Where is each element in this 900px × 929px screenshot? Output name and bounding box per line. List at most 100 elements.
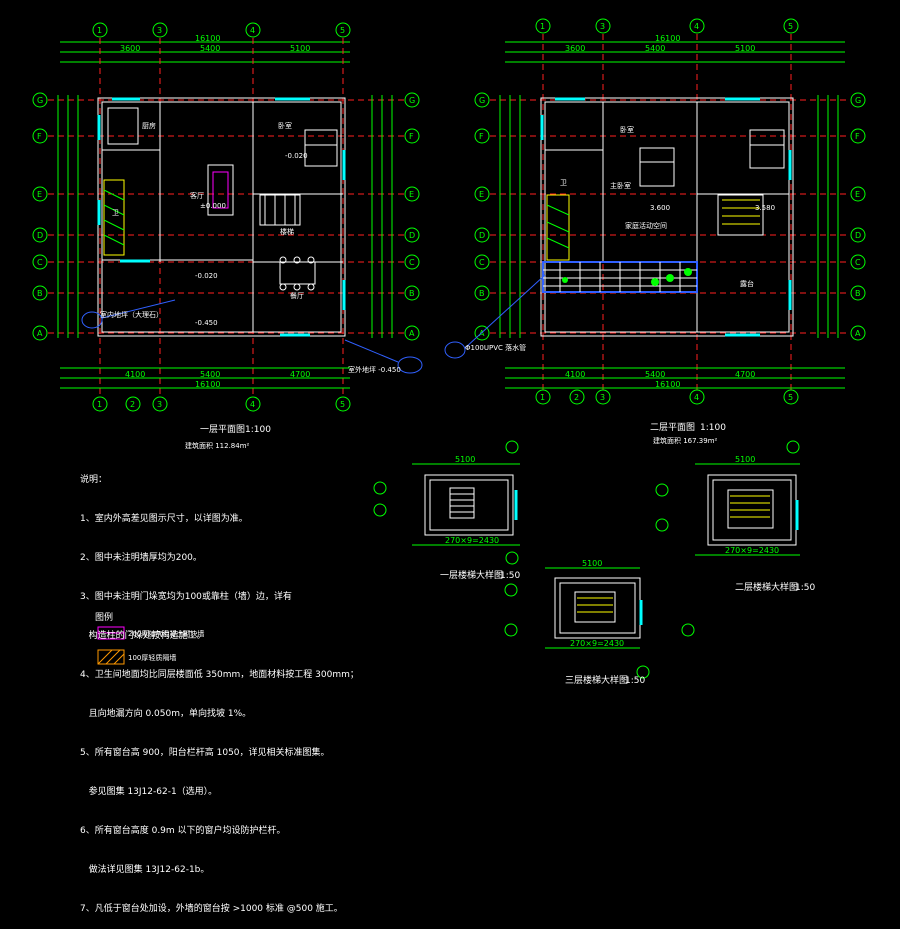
plan2-title: 二层平面图 <box>650 422 695 433</box>
svg-text:F: F <box>855 132 860 141</box>
svg-text:D: D <box>855 231 861 240</box>
axis-bubble-top-4: 4 <box>245 22 261 38</box>
plan1-room-living: 客厅 <box>190 191 204 200</box>
notes-block: 说明： 1、室内外高差见图示尺寸，以详图为准。 2、图中未注明墙厚均为200。 … <box>80 448 359 929</box>
svg-text:1: 1 <box>97 400 102 409</box>
plan2-level-1: 3.580 <box>755 204 775 212</box>
stair3-scale: 1:50 <box>625 676 645 686</box>
plan1-room-dining: 餐厅 <box>290 291 304 300</box>
svg-text:E: E <box>409 190 414 199</box>
legend-heading: 图例 <box>95 611 113 623</box>
svg-text:5: 5 <box>340 26 345 35</box>
plan1-room-stair: 楼梯 <box>280 227 294 236</box>
stair3-title: 三层楼梯大样图 <box>565 674 628 686</box>
note-line-11: 7、凡低于窗台处加设，外墙的窗台按 >1000 标准 @500 施工。 <box>80 904 343 914</box>
svg-text:3: 3 <box>157 26 162 35</box>
notes-heading: 说明： <box>80 475 108 485</box>
stair2-dim-top: 5100 <box>735 455 755 464</box>
plan1-dim-bot-3: 4700 <box>290 370 310 379</box>
plan2-dim-bot-total: 16100 <box>655 380 680 389</box>
second-floor-plan: 1 3 4 5 16100 3600 5400 5100 G F E D C B… <box>444 18 866 445</box>
svg-text:A: A <box>37 329 43 338</box>
plan1-dim-total: 16100 <box>195 34 220 43</box>
svg-text:F: F <box>409 132 414 141</box>
stair2-treads: 270×9=2430 <box>725 546 779 555</box>
svg-text:C: C <box>855 258 861 267</box>
plan2-dim-top-2: 5400 <box>645 44 665 53</box>
plan1-room-bedroom: 卧室 <box>278 121 292 130</box>
plan2-room-family: 家庭活动空间 <box>625 221 667 230</box>
plan2-terrace-tiles <box>542 261 698 293</box>
plan2-room-terrace: 露台 <box>740 279 754 288</box>
plan2-dim-bot-2: 5400 <box>645 370 665 379</box>
plan1-dim-bot-2: 5400 <box>200 370 220 379</box>
plan1-dim-top-2: 5400 <box>200 44 220 53</box>
axis-bubble-top-1: 1 <box>92 22 108 38</box>
svg-text:F: F <box>479 132 484 141</box>
plan1-title: 一层平面图 <box>200 424 245 435</box>
legend-item-1: 100厚轻质隔墙 <box>128 653 176 662</box>
plan1-right-axis-bubbles: G F E D C B A <box>404 92 420 341</box>
svg-text:C: C <box>37 258 43 267</box>
svg-text:A: A <box>409 329 415 338</box>
svg-text:1: 1 <box>97 26 102 35</box>
stair1-scale: 1:50 <box>500 571 520 581</box>
note-line-2: 2、图中未注明墙厚均为200。 <box>80 553 202 563</box>
plan1-level-3: -0.020 <box>195 272 218 280</box>
note-line-10: 做法详见图集 13J12-62-1b。 <box>80 865 210 875</box>
note-line-5: 4、卫生间地面均比同层楼面低 350mm，地面材料按工程 300mm； <box>80 670 359 680</box>
svg-text:B: B <box>37 289 43 298</box>
plan1-level-0: ±0.000 <box>200 202 226 210</box>
svg-text:C: C <box>479 258 485 267</box>
plan1-callout-b: 室外地坪 -0.450 <box>348 365 401 374</box>
plan2-bottom-axis-bubbles: 1 2 3 4 5 <box>535 389 799 405</box>
svg-text:1: 1 <box>540 393 545 402</box>
legend-item-0: 200厚加气混凝土砌块墙 <box>128 629 204 638</box>
svg-text:3: 3 <box>157 400 162 409</box>
svg-text:G: G <box>37 96 43 105</box>
svg-text:5: 5 <box>788 393 793 402</box>
axis-bubble-top-5: 5 <box>335 22 351 38</box>
stair2-title: 二层楼梯大样图 <box>735 581 798 593</box>
plan1-scale: 1:100 <box>245 425 271 435</box>
plan2-dim-bot-3: 4700 <box>735 370 755 379</box>
plan1-dim-top-1: 3600 <box>120 44 140 53</box>
plan2-scale: 1:100 <box>700 423 726 433</box>
plan1-room-wc: 卫 <box>112 209 119 217</box>
plan2-room-wc: 卫 <box>560 179 567 187</box>
svg-text:G: G <box>855 96 861 105</box>
stair-detail-3: 5100 270×9=2430 三层楼梯大样图 1:50 <box>504 559 650 686</box>
plan2-area: 建筑面积 167.39m² <box>653 436 718 445</box>
svg-text:4: 4 <box>250 400 255 409</box>
svg-text:G: G <box>409 96 415 105</box>
svg-text:3: 3 <box>600 22 605 31</box>
plan2-dim-bot-1: 4100 <box>565 370 585 379</box>
stair1-dim-top: 5100 <box>455 455 475 464</box>
stair2-scale: 1:50 <box>795 583 815 593</box>
note-line-6: 且向地漏方向 0.050m，单向找坡 1%。 <box>80 709 252 719</box>
plan1-bottom-axis-bubbles: 1 2 3 4 5 <box>92 396 351 412</box>
note-line-9: 6、所有窗台高度 0.9m 以下的窗户均设防护栏杆。 <box>80 826 286 836</box>
plan2-dim-top-1: 3600 <box>565 44 585 53</box>
svg-text:2: 2 <box>574 393 579 402</box>
plan2-level-0: 3.600 <box>650 204 670 212</box>
stair-detail-1: 5100 270×9=2430 一层楼梯大样图 1:50 <box>373 440 520 581</box>
svg-text:5: 5 <box>340 400 345 409</box>
plan1-room-kitchen: 厨房 <box>142 121 156 130</box>
plan1-level-2: -0.020 <box>285 152 308 160</box>
svg-text:E: E <box>855 190 860 199</box>
stair1-treads: 270×9=2430 <box>445 536 499 545</box>
svg-text:A: A <box>479 329 485 338</box>
svg-text:D: D <box>37 231 43 240</box>
svg-text:4: 4 <box>694 22 699 31</box>
svg-text:A: A <box>855 329 861 338</box>
svg-text:D: D <box>409 231 415 240</box>
svg-text:D: D <box>479 231 485 240</box>
stair1-title: 一层楼梯大样图 <box>440 569 503 581</box>
plan2-room-master: 主卧室 <box>610 181 631 190</box>
axis-bubble-top-3: 3 <box>152 22 168 38</box>
svg-text:4: 4 <box>250 26 255 35</box>
svg-text:E: E <box>479 190 484 199</box>
plan1-left-axis-bubbles: G F E D C B A <box>32 92 48 341</box>
svg-text:F: F <box>37 132 42 141</box>
